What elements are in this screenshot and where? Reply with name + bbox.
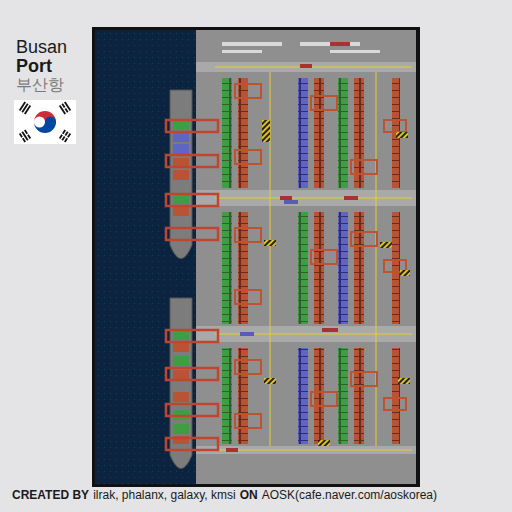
- credit-names: ilrak, phalanx, galaxy, kmsi: [93, 489, 236, 503]
- map-title-word: Port: [16, 56, 52, 77]
- credit-text: ON: [240, 489, 258, 503]
- credit-text: CREATED BY: [12, 489, 89, 503]
- korean-title: 부산항: [16, 76, 64, 94]
- credit-line: CREATED BY ilrak, phalanx, galaxy, kmsi ON…: [12, 489, 437, 503]
- credit-site: AOSK(cafe.naver.com/aoskorea): [262, 489, 437, 503]
- map-title-word: Busan: [16, 37, 67, 58]
